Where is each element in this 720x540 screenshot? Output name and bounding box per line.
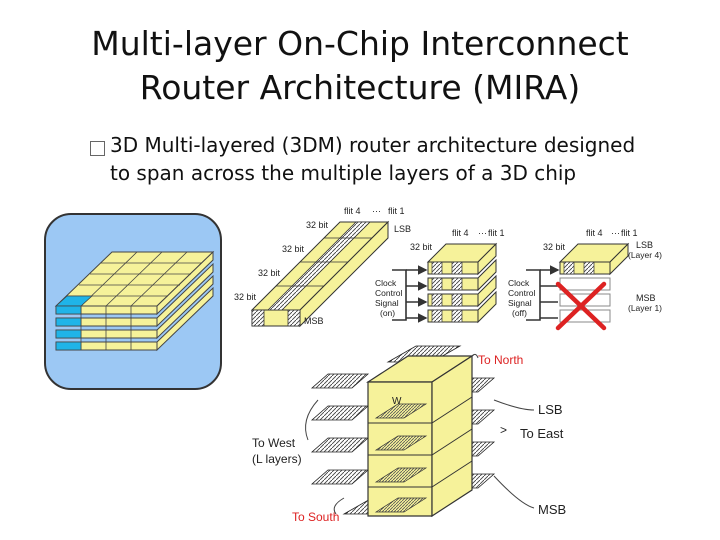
c-state: (off) (512, 308, 527, 318)
red-x-icon (555, 281, 607, 331)
c-lsb: LSB (636, 240, 653, 250)
c-control: Control (508, 288, 536, 298)
router-lsb-label: LSB (538, 402, 563, 417)
crossbar-diagram-c: flit 4 ··· flit 1 32 bit Clock Control S… (508, 228, 662, 331)
chip-stack-panel (44, 213, 222, 390)
c-dots: ··· (611, 228, 620, 238)
a-msb: MSB (304, 316, 324, 326)
bullet-square-icon (90, 141, 105, 156)
router-msb-label: MSB (538, 502, 566, 517)
to-south-label: To South (292, 510, 339, 524)
b-control: Control (375, 288, 403, 298)
north-leader (471, 353, 479, 359)
c-flit4: flit 4 (586, 228, 603, 238)
crossbar-diagram-b: flit 4 ··· flit 1 32 bit Clock Control S… (375, 228, 505, 324)
c-flit1: flit 1 (621, 228, 638, 238)
a-bit-4: 32 bit (234, 292, 257, 302)
south-leader (333, 497, 345, 515)
c-msb: MSB (636, 293, 656, 303)
b-state: (on) (380, 308, 395, 318)
title-line-2: Router Architecture (MIRA) (139, 68, 581, 107)
lsb-leader (493, 399, 535, 411)
b-dots: ··· (478, 228, 487, 238)
router-w-label: W (392, 396, 402, 407)
b-flit4: flit 4 (452, 228, 469, 238)
c-signal: Signal (508, 298, 532, 308)
l-layers-label: (L layers) (252, 452, 302, 466)
c-bits: 32 bit (543, 242, 566, 252)
a-bit-3: 32 bit (258, 268, 281, 278)
c-lsb-layer: (Layer 4) (628, 250, 662, 260)
west-leader (305, 399, 319, 441)
c-msb-layer: (Layer 1) (628, 303, 662, 313)
router-cube: W (310, 345, 496, 518)
b-bits: 32 bit (410, 242, 433, 252)
title-line-1: Multi-layer On-Chip Interconnect (91, 24, 629, 63)
a-flit1: flit 1 (388, 206, 405, 216)
b-flit1: flit 1 (488, 228, 505, 238)
to-west-label: To West (252, 436, 296, 450)
c-clock: Clock (508, 278, 530, 288)
b-clock: Clock (375, 278, 397, 288)
west-wires (310, 373, 370, 485)
b-signal: Signal (375, 298, 399, 308)
msb-leader (493, 475, 535, 509)
to-east-label: To East (520, 426, 564, 441)
bullet-text: 3D Multi-layered (3DM) router architectu… (110, 133, 636, 185)
east-arrow-icon: > (500, 423, 507, 437)
a-lsb: LSB (394, 224, 411, 234)
to-north-label: To North (478, 353, 523, 367)
a-flit4: flit 4 (344, 206, 361, 216)
crossbar-diagram-a: flit 4 ··· flit 1 32 bit 32 bit 32 bit 3… (234, 206, 411, 328)
slide-title: Multi-layer On-Chip Interconnect Router … (0, 22, 720, 110)
a-bit-2: 32 bit (282, 244, 305, 254)
a-dots: ··· (372, 206, 381, 216)
a-bit-1: 32 bit (306, 220, 329, 230)
